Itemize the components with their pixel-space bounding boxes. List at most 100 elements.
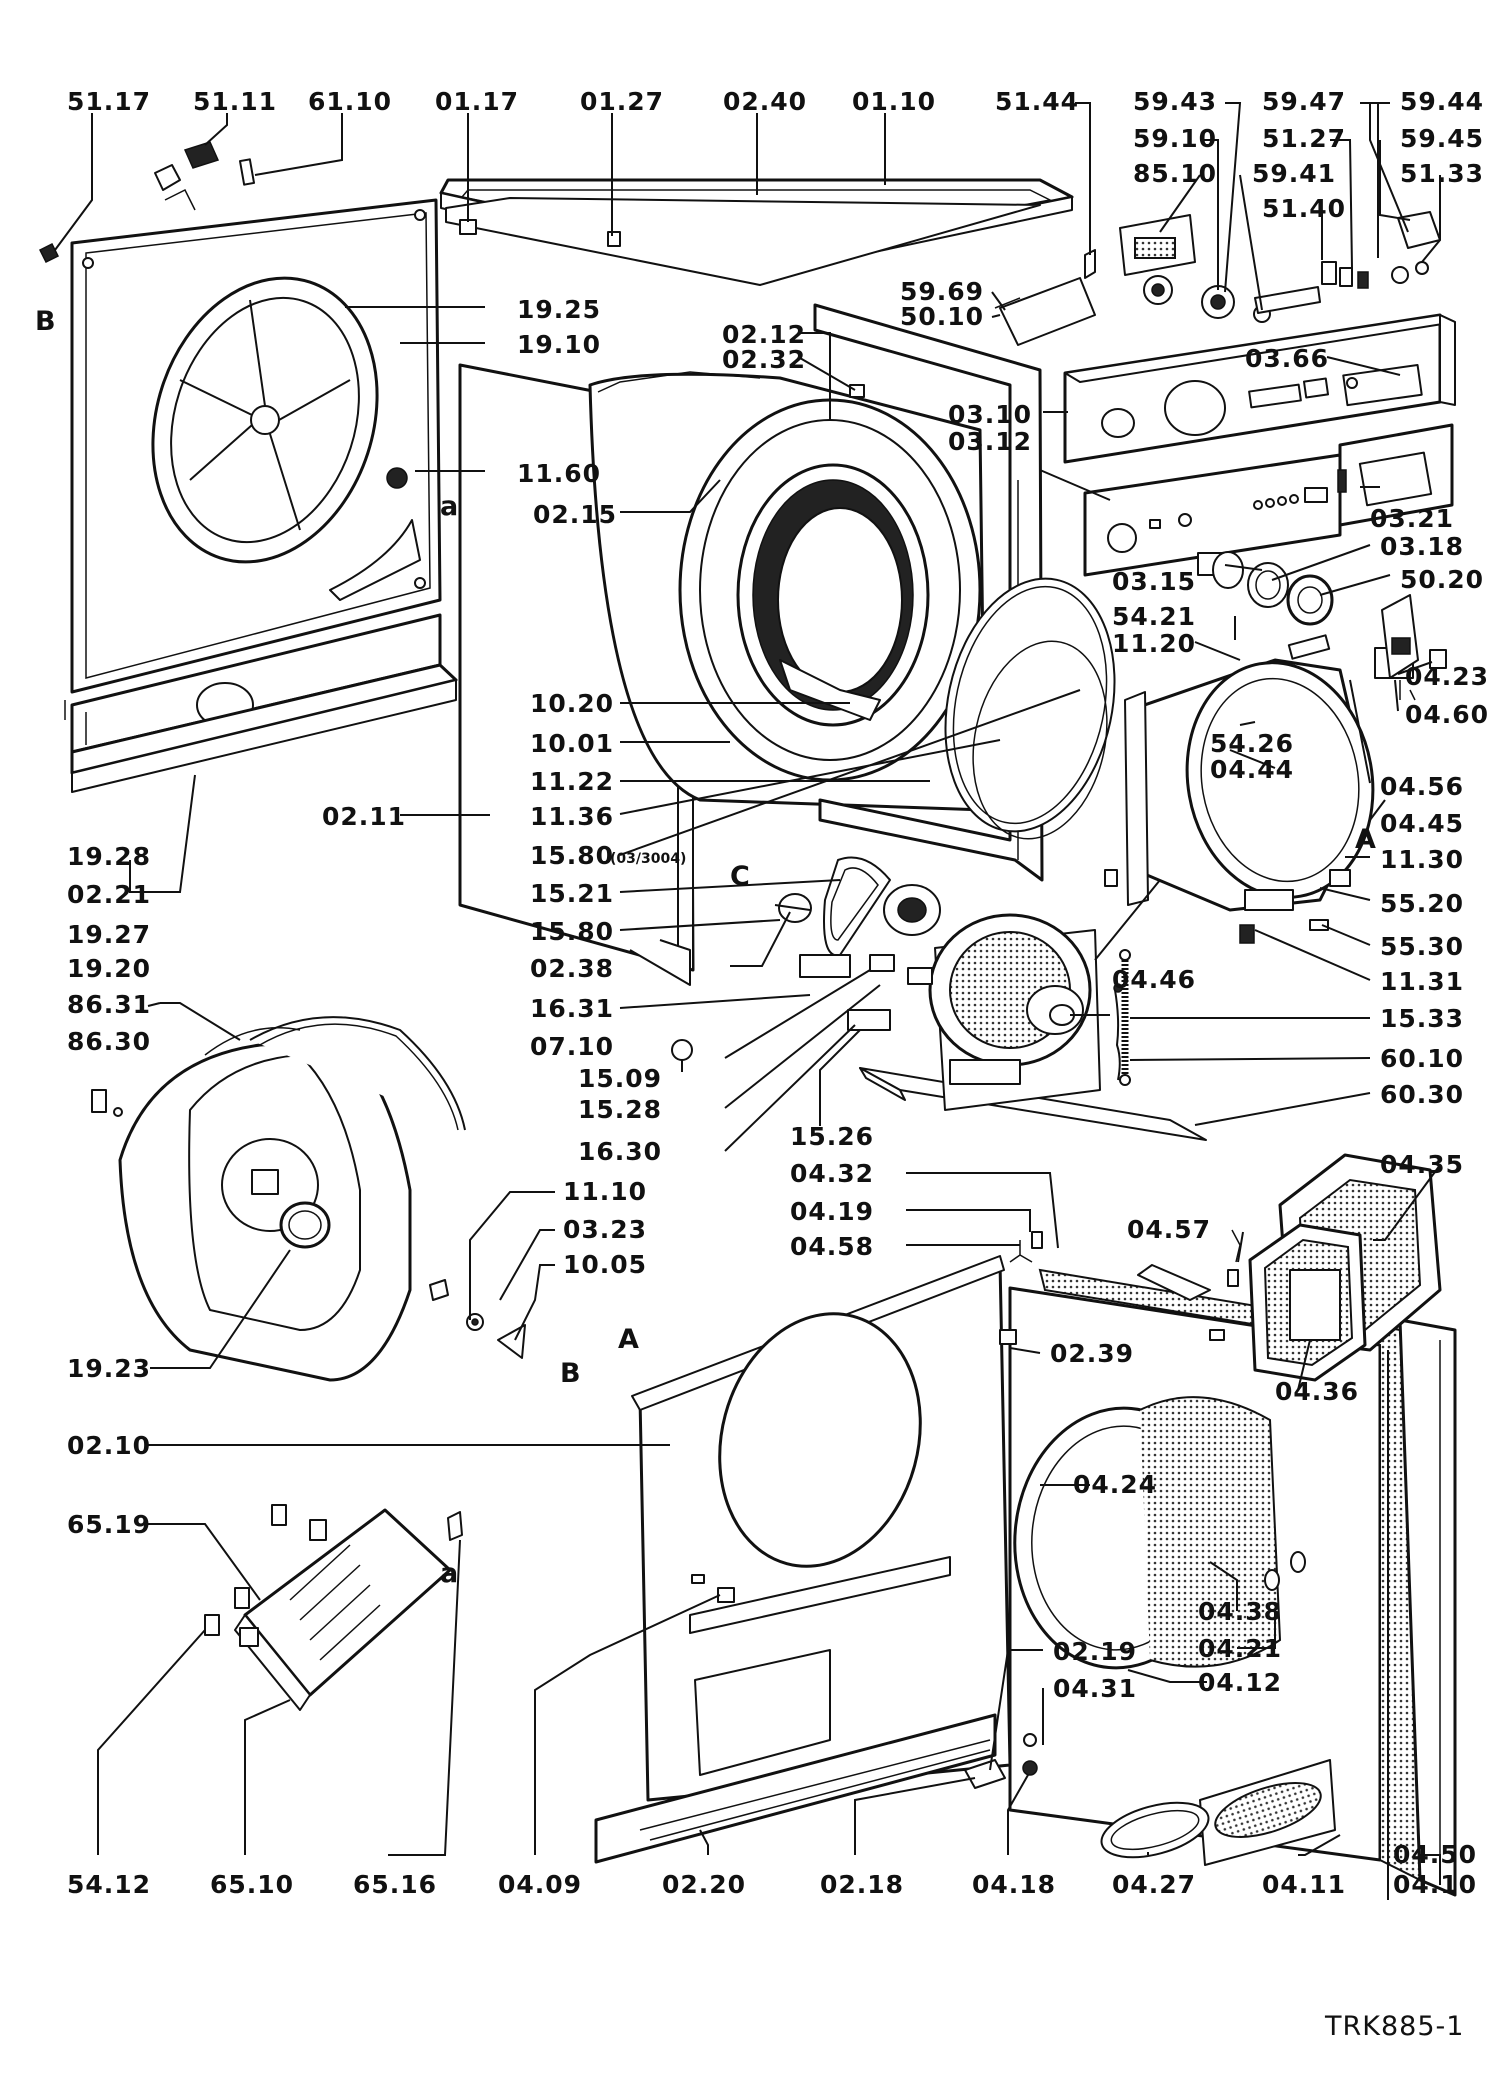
callout-59-45: 59.45 — [1400, 124, 1484, 153]
callout-16-30: 16.30 — [578, 1137, 662, 1166]
callout-10-01: 10.01 — [530, 729, 614, 758]
callout-11-10: 11.10 — [563, 1177, 647, 1206]
callout-04-10: 04.10 — [1393, 1870, 1477, 1899]
callout-02-40: 02.40 — [723, 87, 807, 116]
motor-drawing — [859, 913, 1207, 1141]
callout-19-28: 19.28 — [67, 842, 151, 871]
callout-65-16: 65.16 — [353, 1870, 437, 1899]
reference-markers: B a C A A B a — [35, 306, 1376, 1589]
callout-02-32: 02.32 — [722, 345, 806, 374]
callout-04-23: 04.23 — [1405, 662, 1489, 691]
top-left-small-parts — [38, 141, 256, 264]
callout-03-66: 03.66 — [1245, 344, 1329, 373]
callout-04-12: 04.12 — [1198, 1668, 1282, 1697]
drawing-reference: TRK885-1 — [1324, 2011, 1464, 2042]
callout-65-19: 65.19 — [67, 1510, 151, 1539]
callout-01-27: 01.27 — [580, 87, 664, 116]
callout-04-57: 04.57 — [1127, 1215, 1211, 1244]
callout-01-17: 01.17 — [435, 87, 519, 116]
callout-15-28: 15.28 — [578, 1095, 662, 1124]
callout-04-36: 04.36 — [1275, 1377, 1359, 1406]
callout-55-30: 55.30 — [1380, 932, 1464, 961]
callout-labels: 51.17 51.11 61.10 01.17 01.27 02.40 01.1… — [67, 87, 1489, 1899]
callout-51-17: 51.17 — [67, 87, 151, 116]
callout-19-10: 19.10 — [517, 330, 601, 359]
front-panel-drawing — [594, 1255, 1012, 1864]
callout-01-10: 01.10 — [852, 87, 936, 116]
rear-panel-drawing — [64, 198, 458, 793]
callout-51-11: 51.11 — [193, 87, 277, 116]
callout-19-20: 19.20 — [67, 954, 151, 983]
callout-03-10: 03.10 — [948, 400, 1032, 429]
callout-03-15: 03.15 — [1112, 567, 1196, 596]
callout-02-18: 02.18 — [820, 1870, 904, 1899]
belt-pulley-drawing — [671, 856, 941, 1072]
callout-02-15: 02.15 — [533, 500, 617, 529]
callout-04-31: 04.31 — [1053, 1674, 1137, 1703]
callout-51-40: 51.40 — [1262, 194, 1346, 223]
callout-10-20: 10.20 — [530, 689, 614, 718]
callout-04-32: 04.32 — [790, 1159, 874, 1188]
leader-lines — [54, 102, 1441, 1900]
callout-07-10: 07.10 — [530, 1032, 614, 1061]
spring-drawing — [1119, 949, 1131, 1086]
drum-support-drawing — [91, 1016, 526, 1382]
marker-c: C — [730, 861, 750, 892]
callout-02-19: 02.19 — [1053, 1637, 1137, 1666]
top-cover-drawing — [439, 178, 1074, 286]
control-panel-drawing — [1063, 313, 1456, 577]
callout-02-38: 02.38 — [530, 954, 614, 983]
callout-15-21: 15.21 — [530, 879, 614, 908]
callout-11-20: 11.20 — [1112, 629, 1196, 658]
callout-04-18: 04.18 — [972, 1870, 1056, 1899]
callout-04-46: 04.46 — [1112, 965, 1196, 994]
callout-54-21: 54.21 — [1112, 602, 1196, 631]
callout-15-26: 15.26 — [790, 1122, 874, 1151]
electronic-parts-drawing — [994, 211, 1441, 346]
callout-15-80a-note: (03/3004) — [610, 851, 686, 867]
callout-19-27: 19.27 — [67, 920, 151, 949]
callout-19-25: 19.25 — [517, 295, 601, 324]
callout-60-10: 60.10 — [1380, 1044, 1464, 1073]
callout-04-35: 04.35 — [1380, 1150, 1464, 1179]
callout-51-33: 51.33 — [1400, 159, 1484, 188]
marker-b-lower: B — [560, 1358, 581, 1389]
callout-15-80a: 15.80 — [530, 841, 614, 870]
callout-16-31: 16.31 — [530, 994, 614, 1023]
callout-11-36: 11.36 — [530, 802, 614, 831]
callout-03-18: 03.18 — [1380, 532, 1464, 561]
callout-02-21: 02.21 — [67, 880, 151, 909]
callout-04-27: 04.27 — [1112, 1870, 1196, 1899]
callout-02-39: 02.39 — [1050, 1339, 1134, 1368]
callout-59-43: 59.43 — [1133, 87, 1217, 116]
drum-drawing — [588, 371, 987, 812]
front-housing-drawing — [1104, 634, 1414, 944]
callout-86-31: 86.31 — [67, 990, 151, 1019]
callout-04-60: 04.60 — [1405, 700, 1489, 729]
callout-61-10: 61.10 — [308, 87, 392, 116]
marker-a-upper: a — [440, 491, 458, 522]
callout-11-22: 11.22 — [530, 767, 614, 796]
thermostat-bracket-drawing — [1381, 594, 1447, 701]
marker-a-lower-small: a — [440, 1558, 458, 1589]
callout-51-27: 51.27 — [1262, 124, 1346, 153]
callout-11-31: 11.31 — [1380, 967, 1464, 996]
callout-19-23: 19.23 — [67, 1354, 151, 1383]
callout-03-21: 03.21 — [1370, 504, 1454, 533]
callout-04-09: 04.09 — [498, 1870, 582, 1899]
callout-04-24: 04.24 — [1073, 1470, 1157, 1499]
callout-03-23: 03.23 — [563, 1215, 647, 1244]
callout-04-58: 04.58 — [790, 1232, 874, 1261]
callout-04-21: 04.21 — [1198, 1634, 1282, 1663]
electronics-box-drawing — [204, 1504, 463, 1711]
callout-55-20: 55.20 — [1380, 889, 1464, 918]
callout-15-80b: 15.80 — [530, 917, 614, 946]
knobs-drawing — [1197, 551, 1334, 626]
callout-85-10: 85.10 — [1133, 159, 1217, 188]
callout-02-20: 02.20 — [662, 1870, 746, 1899]
callout-86-30: 86.30 — [67, 1027, 151, 1056]
callout-02-10: 02.10 — [67, 1431, 151, 1460]
callout-02-12: 02.12 — [722, 320, 806, 349]
callout-04-45: 04.45 — [1380, 809, 1464, 838]
